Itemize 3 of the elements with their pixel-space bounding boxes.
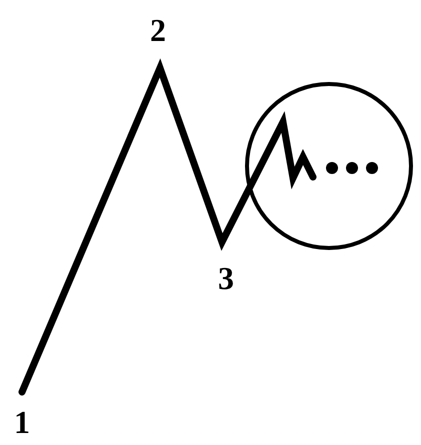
- point-number: 1: [14, 406, 30, 438]
- point-number: 3: [218, 262, 234, 294]
- point-number: 2: [150, 14, 166, 46]
